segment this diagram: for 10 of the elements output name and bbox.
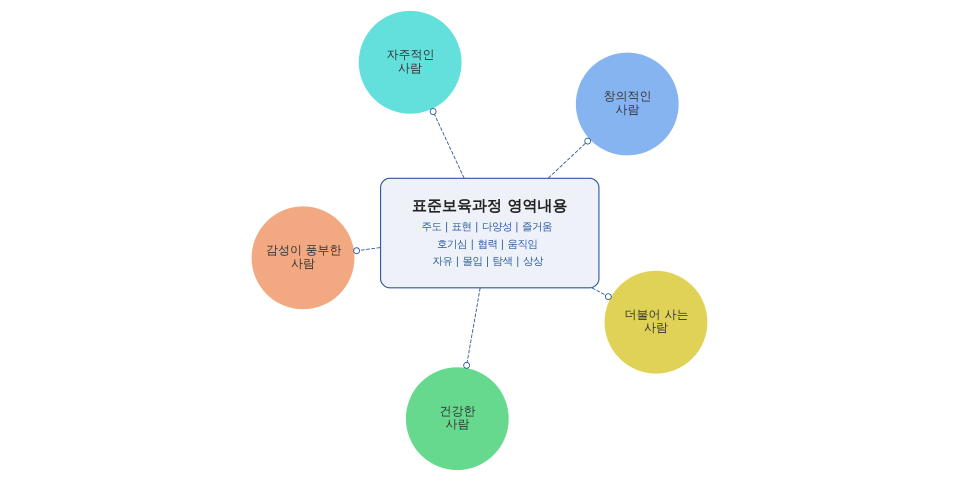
connector <box>353 247 381 254</box>
connector <box>548 138 592 179</box>
node-circle: 자주적인 사람 <box>358 10 462 114</box>
connector <box>463 288 481 369</box>
node-circle: 건강한 사람 <box>406 367 509 470</box>
connector <box>430 108 465 179</box>
node-circle: 감성이 풍부한 사람 <box>252 206 354 310</box>
connector <box>592 287 612 300</box>
node-circle: 창의적인 사람 <box>576 52 679 156</box>
node-box: 표준보육과정 영역내용 주도 | 표현 | 다양성 | 즐거움 호기심 | 협력 | 움직임 자유 | 몰입 | 탐색 | 상상 <box>380 178 600 288</box>
